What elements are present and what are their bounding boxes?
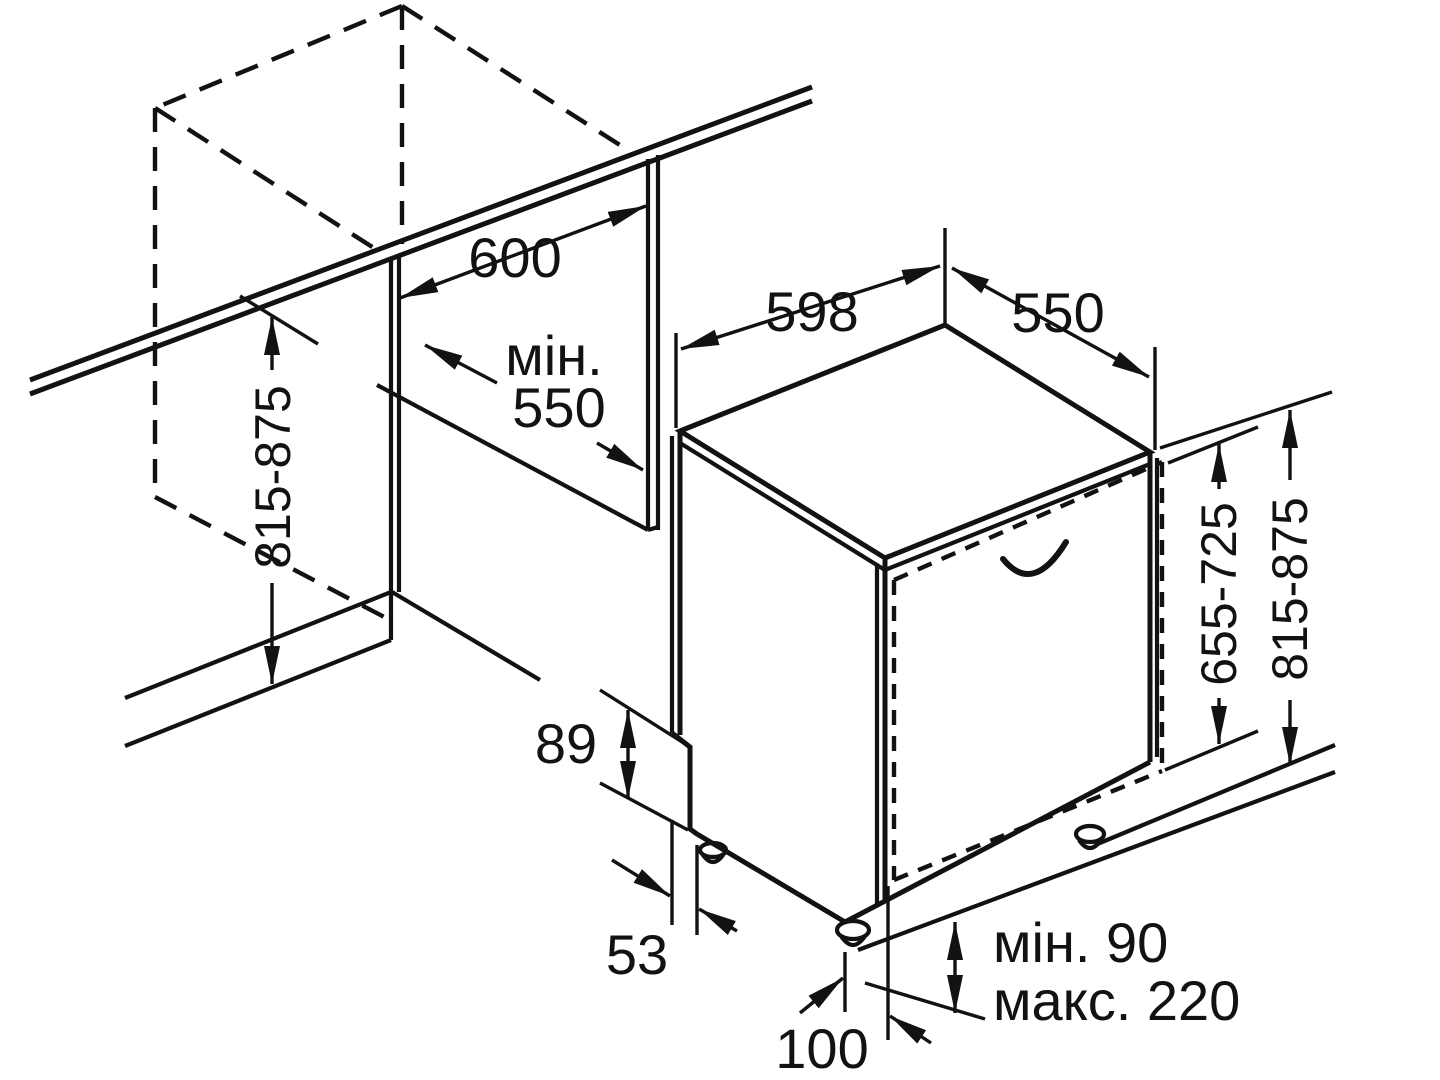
front-foot	[834, 918, 872, 942]
dim-niche-depth-a	[424, 343, 498, 385]
left-foot	[697, 840, 729, 860]
floor-edge-front	[857, 770, 1336, 952]
bottom-right-edge	[843, 759, 1152, 925]
dashed-edge	[400, 4, 625, 149]
notch-ext-upper	[599, 688, 691, 749]
adjustable-feet	[697, 823, 1107, 948]
label-door-height: 655-725	[1191, 502, 1247, 686]
worktop-front-edge	[29, 84, 813, 383]
label-appliance-width: 598	[765, 280, 858, 343]
worktop	[29, 84, 813, 397]
label-plinth-min: мін. 90	[993, 911, 1168, 974]
dim-appliance-width	[680, 264, 941, 351]
door-top-edge	[893, 459, 1163, 583]
label-appliance-depth: 550	[1011, 281, 1104, 344]
label-niche-width: 600	[468, 226, 561, 289]
dim-notch-depth-right	[698, 907, 738, 935]
niche-back-bottom-edge	[376, 383, 649, 532]
extension-lines	[239, 228, 1333, 1040]
label-cabinet-height-left: 815-875	[245, 385, 301, 569]
dashed-edge	[154, 3, 403, 111]
dishwasher	[669, 322, 1165, 948]
top-face	[674, 322, 1156, 561]
dimension-lines	[264, 204, 1298, 1045]
label-niche-depth-prefix: мін.	[505, 324, 602, 387]
label-notch-height: 89	[535, 712, 597, 775]
notch-ext-lower	[599, 781, 689, 832]
plinth-bottom-edge	[124, 638, 392, 748]
dim-niche-depth-b	[596, 441, 644, 472]
label-niche-depth-value: 550	[512, 376, 605, 439]
dashed-edge	[153, 106, 379, 252]
dashed-cabinet-volume	[152, 3, 625, 622]
dim-notch-depth-left	[611, 858, 671, 898]
plinth-ext-lower	[864, 981, 986, 1021]
dashed-edge	[153, 495, 392, 622]
worktop-lower-edge	[29, 98, 813, 397]
floor-edge-rear	[1094, 743, 1336, 847]
appliance-height-ext-top	[1159, 390, 1333, 450]
rear-foot	[1073, 823, 1107, 845]
dim-appliance-depth	[951, 266, 1150, 379]
plinth-top-edge	[124, 590, 392, 700]
furniture-door-dashed	[891, 459, 1165, 883]
door-height-ext-bottom	[1164, 729, 1259, 772]
label-plinth-max: макс. 220	[993, 969, 1240, 1032]
label-appliance-height-right: 815-875	[1262, 497, 1318, 681]
door-bottom-edge	[893, 768, 1163, 883]
door-handle	[1000, 539, 1069, 578]
cabinet-niche	[124, 155, 661, 748]
dim-foot-inset-left	[798, 976, 845, 1015]
dim-niche-width	[399, 204, 647, 300]
top-rim-thickness	[678, 441, 1151, 573]
floor-edge-behind	[390, 590, 542, 682]
label-foot-inset: 100	[775, 1017, 868, 1080]
front-foot-base	[839, 934, 867, 948]
dim-foot-inset-right	[889, 1014, 932, 1045]
label-notch-depth: 53	[606, 923, 668, 986]
right-panel-bottom	[647, 524, 659, 533]
dimension-labels: 600 мін. 550 598 550 815-875 89 53 100 м…	[245, 226, 1318, 1080]
left-foot-base	[701, 853, 725, 865]
